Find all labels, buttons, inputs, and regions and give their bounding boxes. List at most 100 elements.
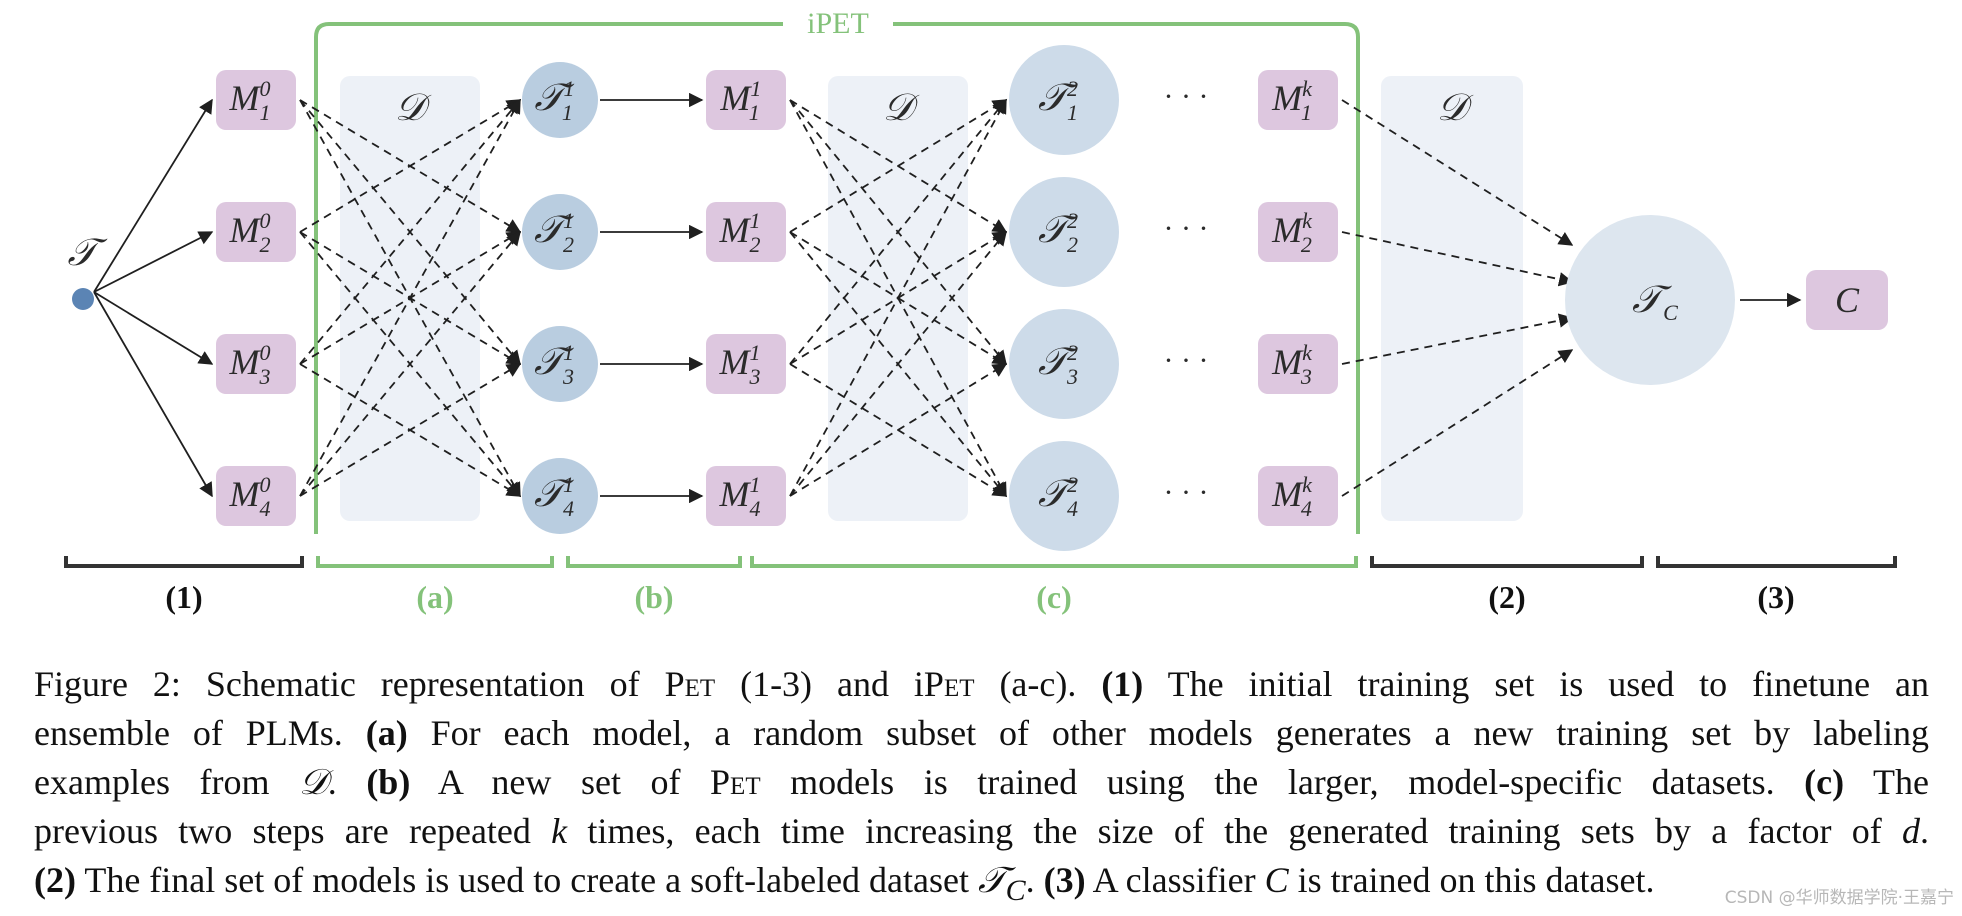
caption-text: times, each time increasing the size of … [567, 811, 1902, 851]
model-label-m1-4-sub: 4 [750, 496, 761, 521]
training-set-label-t2-2-sub: 2 [1067, 232, 1078, 257]
ipet-label: iPET [807, 7, 869, 40]
caption-line-3: examples from 𝒟. (b) A new set of Pet mo… [34, 758, 1929, 807]
training-set-label-t1-1-sup: 1 [563, 76, 573, 101]
pet-name: Pet [923, 664, 975, 704]
caption-text: . [327, 762, 367, 802]
training-set-label-t2-1-sub: 1 [1067, 100, 1078, 125]
model-node-m0-1 [216, 70, 296, 130]
model-node-m1-4 [706, 466, 786, 526]
edge-root-to-m0-4 [93, 291, 213, 498]
edge-m0-3-to-t1-4 [299, 363, 522, 497]
training-set-node-t1-1 [522, 62, 598, 138]
bracket-a [316, 556, 554, 568]
section-label-c: (c) [1036, 579, 1072, 615]
model-label-mk-1-sup: k [1302, 76, 1313, 101]
caption-step-label: (c) [1804, 762, 1845, 802]
caption-line-5: (2) The final set of models is used to c… [34, 856, 1929, 915]
training-set-label-t1-2-sup: 1 [563, 208, 574, 233]
model-label-m0-4-main: M [229, 474, 262, 514]
caption-step-label: (b) [366, 762, 411, 802]
training-set-node-t2-1 [1009, 45, 1119, 155]
edge-m0-2-to-t1-4 [299, 231, 521, 498]
caption-text: The final set of models is used to creat… [75, 860, 979, 900]
caption-text: . [1025, 860, 1044, 900]
model-label-m1-1-main: M [719, 78, 752, 118]
bracket-c [750, 556, 1358, 568]
section-label-a: (a) [416, 579, 453, 615]
caption-text: previous two steps are repeated [34, 811, 552, 851]
caption-text: examples from [34, 762, 300, 802]
caption-line-2: ensemble of PLMs. (a) For each model, a … [34, 709, 1929, 758]
training-set-label-t1-4-sup: 1 [563, 472, 574, 497]
model-label-mk-2-main: M [1271, 210, 1304, 250]
model-node-mk-2 [1258, 202, 1338, 262]
model-node-mk-3 [1258, 334, 1338, 394]
caption-math: C [1264, 860, 1289, 900]
model-label-m1-3-sub: 3 [749, 364, 761, 389]
edge-root-to-m0-2 [93, 231, 214, 293]
training-set-node-t1-2 [522, 194, 598, 270]
model-node-mk-4 [1258, 466, 1338, 526]
model-node-m1-1 [706, 70, 786, 130]
caption-text: For each model, a random subset of other… [407, 713, 1930, 753]
edge-mk-1-to-tc [1341, 99, 1574, 246]
training-set-label-t1-3-sub: 3 [562, 364, 574, 389]
training-set-label-t2-3-sup: 2 [1067, 340, 1078, 365]
edge-m1-3-to-t2-4 [789, 363, 1008, 497]
model-node-mk-1 [1258, 70, 1338, 130]
model-label-mk-2-sup: k [1302, 208, 1313, 233]
edge-mk-2-to-tc [1341, 231, 1574, 287]
section-brackets [64, 556, 1897, 568]
model-label-mk-1-sub: 1 [1301, 100, 1312, 125]
caption-text: (a-c). [974, 664, 1102, 704]
model-label-m0-1-sub: 1 [260, 100, 271, 125]
model-label-m0-4-sub: 4 [260, 496, 271, 521]
edge-root-to-m0-3 [93, 291, 214, 365]
caption-step-label: (1) [1101, 664, 1144, 704]
root-node [72, 288, 94, 310]
caption-text: is trained on this dataset. [1288, 860, 1655, 900]
caption-text: Figure 2: Schematic representation of [34, 664, 665, 704]
edge-m1-1-to-t2-2 [789, 99, 1008, 233]
model-node-m0-2 [216, 202, 296, 262]
tc-node [1565, 215, 1735, 385]
model-label-m1-1-sup: 1 [750, 76, 759, 101]
figure-caption: Figure 2: Schematic representation of Pe… [34, 660, 1929, 915]
ipet-box [314, 22, 1360, 534]
model-label-m1-2-main: M [719, 210, 752, 250]
model-label-mk-3-sup: k [1302, 340, 1313, 365]
model-label-mk-2-sub: 2 [1301, 232, 1312, 257]
training-set-label-t1-3-sup: 1 [563, 340, 574, 365]
pet-name: Pet [710, 762, 761, 802]
caption-text: The initial training set is used to fine… [1143, 664, 1930, 704]
caption-math: 𝒯 [978, 860, 1006, 900]
classifier-label: C [1835, 280, 1860, 320]
training-set-label-t1-2-sub: 2 [563, 232, 574, 257]
training-set-node-t2-4 [1009, 441, 1119, 551]
model-label-m0-1-main: M [229, 78, 262, 118]
training-set-label-t2-4-sub: 4 [1067, 496, 1078, 521]
dataset-panel-2 [1381, 76, 1523, 521]
caption-text: A new set of [410, 762, 711, 802]
edge-m1-1-to-t2-3 [789, 99, 1007, 366]
model-node-m1-2 [706, 202, 786, 262]
training-set-label-t2-4-sup: 2 [1067, 472, 1078, 497]
edge-mk-3-to-tc [1341, 313, 1574, 365]
model-label-m1-3-main: M [719, 342, 752, 382]
